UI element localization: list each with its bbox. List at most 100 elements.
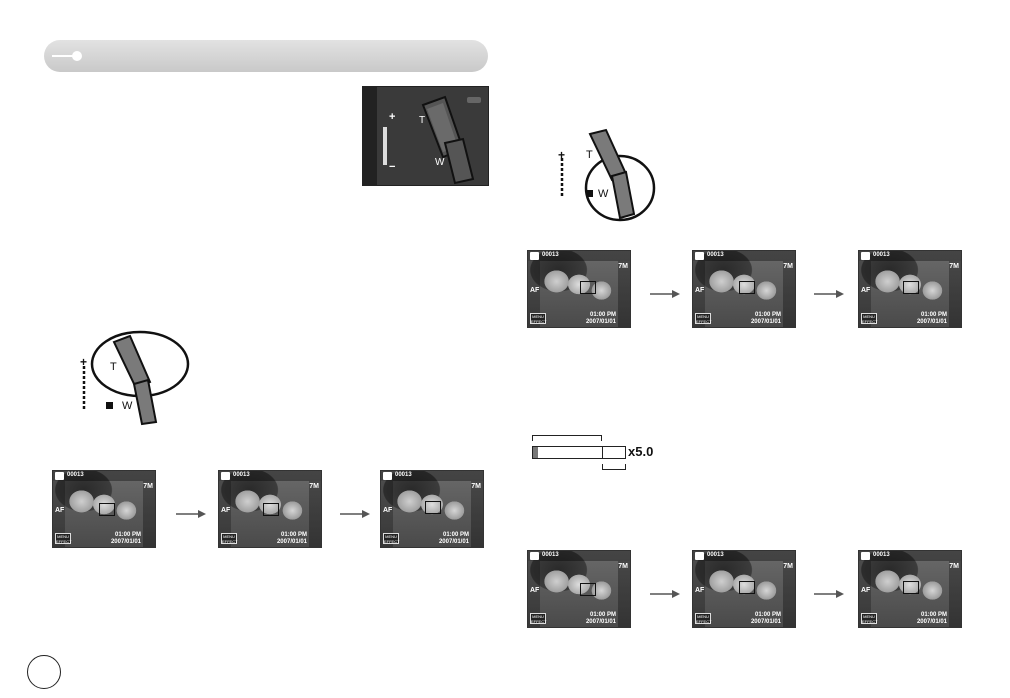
time-readout: 01:00 PM: [589, 312, 616, 318]
image-size-icon: 7M: [618, 563, 628, 570]
time-readout: 01:00 PM: [754, 612, 781, 618]
lcd-top-strip: [219, 471, 321, 481]
camera-mode-icon: [861, 552, 870, 560]
lcd-top-strip: [528, 251, 630, 261]
plus-label: +: [80, 355, 88, 369]
shot-count: 00013: [542, 252, 559, 258]
image-size-icon: 7M: [783, 563, 793, 570]
image-size-icon: 7M: [618, 263, 628, 270]
lcd-right-icons: [618, 261, 630, 327]
minus-label: −: [389, 161, 396, 173]
lcd-top-strip: [859, 251, 961, 261]
lcd-top-strip: [859, 551, 961, 561]
zoom-w-label: W: [435, 157, 445, 168]
camera-body-illustration: [363, 87, 488, 185]
optical-zoom-bracket: [532, 435, 602, 441]
af-label: AF: [695, 587, 705, 594]
focus-frame: [580, 583, 596, 596]
camera-mode-icon: [695, 552, 704, 560]
lcd-left-icons: [53, 481, 65, 547]
time-readout: 01:00 PM: [754, 312, 781, 318]
lcd-right-icons: [309, 481, 321, 547]
zoom-w-label: W: [122, 400, 133, 412]
focus-frame: [580, 281, 596, 294]
zoom-wide-illustration: + T W: [556, 128, 656, 224]
shot-count: 00013: [233, 472, 250, 478]
time-readout: 01:00 PM: [920, 612, 947, 618]
section-header-bar: [44, 40, 488, 72]
time-readout: 01:00 PM: [920, 312, 947, 318]
af-label: AF: [221, 507, 231, 514]
af-label: AF: [530, 587, 540, 594]
focus-frame: [739, 581, 755, 594]
camera-mode-icon: [383, 472, 392, 480]
lcd-left-icons: [528, 561, 540, 627]
date-readout: 2007/01/01: [916, 319, 947, 325]
image-size-icon: 7M: [783, 263, 793, 270]
focus-frame: [425, 501, 441, 514]
camera-mode-icon: [861, 252, 870, 260]
lcd-right-icons: [949, 261, 961, 327]
date-readout: 2007/01/01: [750, 619, 781, 625]
focus-frame: [903, 581, 919, 594]
shot-count: 00013: [542, 552, 559, 558]
zoom-level-text: x5.0: [628, 444, 654, 459]
focus-frame: [99, 503, 115, 516]
lcd-top-strip: [693, 251, 795, 261]
time-readout: 01:00 PM: [442, 532, 469, 538]
lcd-right-icons: [949, 561, 961, 627]
image-size-icon: 7M: [949, 563, 959, 570]
focus-frame: [903, 281, 919, 294]
lcd-right-icons: [143, 481, 155, 547]
camera-mode-icon: [55, 472, 64, 480]
camera-mode-icon: [530, 552, 539, 560]
lcd-top-strip: [693, 551, 795, 561]
image-size-icon: 7M: [471, 483, 481, 490]
date-readout: 2007/01/01: [438, 539, 469, 545]
shot-count: 00013: [707, 252, 724, 258]
arrow-right-icon: [176, 506, 206, 518]
lcd-right-icons: [618, 561, 630, 627]
af-label: AF: [383, 507, 393, 514]
lcd-right-icons: [783, 261, 795, 327]
shot-count: 00013: [873, 252, 890, 258]
time-readout: 01:00 PM: [589, 612, 616, 618]
focus-frame: [263, 503, 279, 516]
arrow-right-icon: [650, 286, 680, 298]
tele-button-diagram: [82, 330, 190, 426]
af-label: AF: [695, 287, 705, 294]
date-readout: 2007/01/01: [585, 619, 616, 625]
lcd-left-icons: [693, 561, 705, 627]
date-readout: 2007/01/01: [750, 319, 781, 325]
zoom-bar: [532, 446, 626, 459]
af-label: AF: [55, 507, 65, 514]
shot-count: 00013: [395, 472, 412, 478]
zoom-w-label: W: [598, 188, 609, 200]
zoom-t-label: T: [586, 149, 593, 161]
lcd-left-icons: [528, 261, 540, 327]
plus-label: +: [389, 111, 396, 123]
zoom-tele-illustration: + T W: [78, 330, 190, 426]
arrow-right-icon: [650, 586, 680, 598]
page-number-circle: [27, 655, 61, 689]
camera-mode-icon: [530, 252, 539, 260]
af-label: AF: [861, 287, 871, 294]
date-readout: 2007/01/01: [916, 619, 947, 625]
arrow-right-icon: [814, 586, 844, 598]
zoom-bar-fill: [533, 447, 538, 458]
shot-count: 00013: [873, 552, 890, 558]
camera-mode-icon: [221, 472, 230, 480]
lcd-top-strip: [53, 471, 155, 481]
